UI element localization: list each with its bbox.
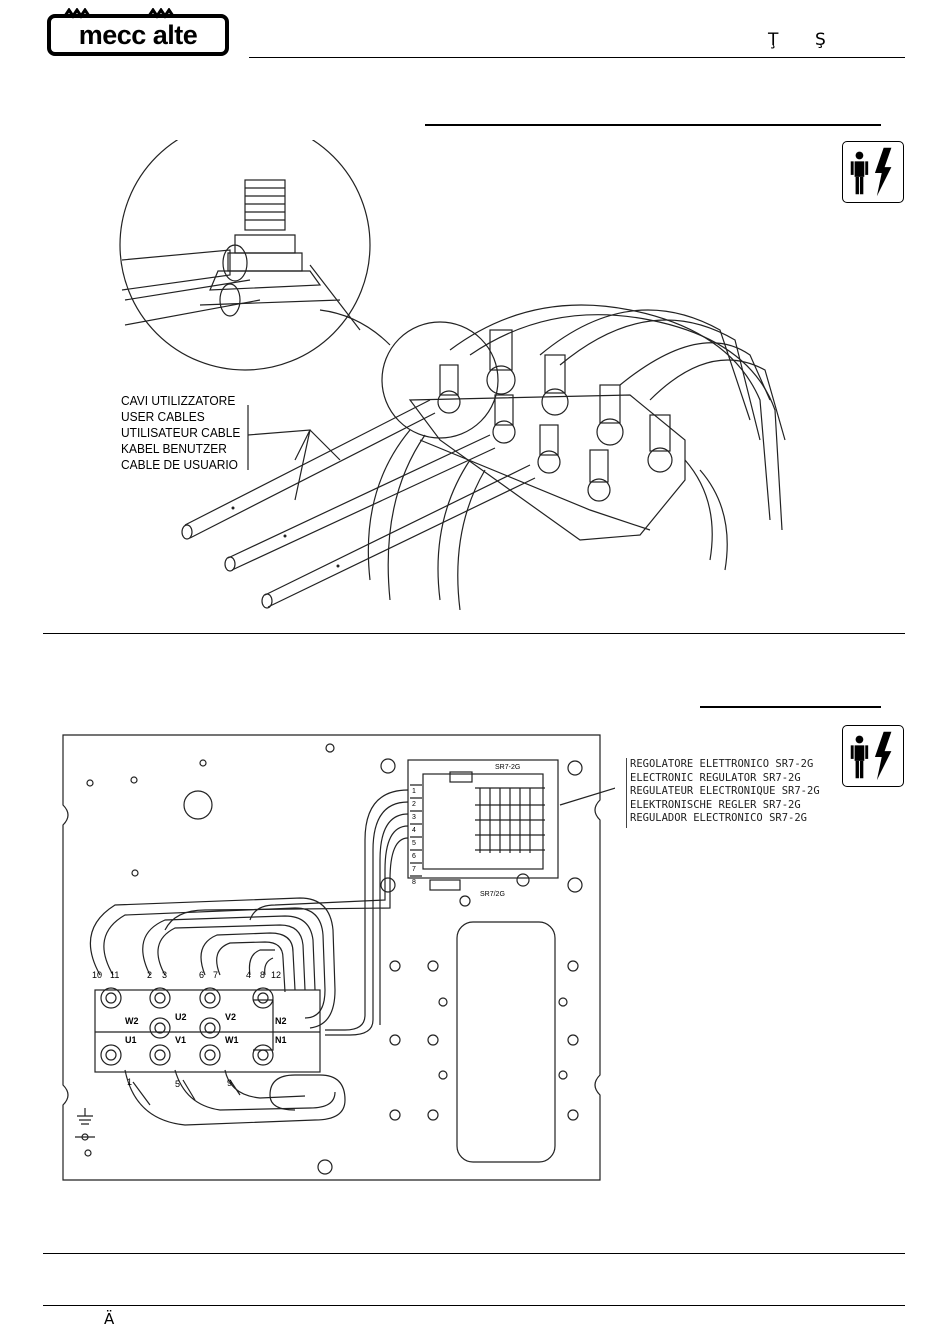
reg-pin-4: 4	[412, 827, 416, 834]
header-glyph-1: Ţ	[768, 30, 779, 50]
detail-magnifier-circle	[119, 140, 371, 371]
regulator-label-de: ELEKTRONISCHE REGLER SR7-2G	[630, 798, 801, 811]
regulator-label-it: REGOLATORE ELETTRONICO SR7-2G	[630, 758, 814, 770]
regulator-label-fr: REGULATEUR ELECTRONIQUE SR7-2G	[630, 785, 820, 797]
footer-glyph: Ä	[104, 1310, 115, 1328]
header-glyph-2: Ş	[815, 30, 826, 50]
terminal-name-u1: U1	[125, 1035, 137, 1045]
cable-label-es: CABLE DE USUARIO	[121, 457, 238, 472]
reg-pin-7: 7	[412, 866, 416, 873]
person-electric-shock-warning-icon	[842, 141, 904, 203]
reg-pin-8: 8	[412, 879, 416, 886]
cable-label-de: KABEL BENUTZER	[121, 441, 227, 456]
cable-label-fr: UTILISATEUR CABLE	[121, 425, 241, 440]
terminal-board-drawing	[119, 140, 786, 610]
terminal-name-w2: W2	[125, 1016, 139, 1026]
reg-pin-1: 1	[412, 788, 416, 795]
terminal-num-5: 5	[175, 1079, 180, 1089]
terminal-num-11: 11	[110, 970, 119, 980]
cable-label-en: USER CABLES	[121, 409, 205, 424]
regulator-label-es: REGULADOR ELECTRONICO SR7-2G	[630, 812, 808, 824]
section-divider-2	[43, 1253, 905, 1254]
reg-code-top: SR7-2G	[495, 764, 520, 771]
cable-label-it: CAVI UTILIZZATORE	[121, 393, 236, 408]
section-title-underline-bottom	[700, 706, 881, 708]
terminal-num-4: 4	[246, 970, 251, 980]
terminal-num-8: 8	[260, 970, 265, 980]
terminal-name-w1: W1	[225, 1035, 239, 1045]
reg-pin-2: 2	[412, 801, 416, 808]
header-rule	[249, 57, 905, 58]
terminal-block	[94, 989, 321, 1073]
terminal-name-n1: N1	[275, 1035, 287, 1045]
terminal-num-12: 12	[271, 970, 281, 980]
mecc-alte-logo: mecc alte	[47, 7, 229, 56]
reg-code-bottom: SR7/2G	[480, 891, 505, 898]
user-cables-label-list: CAVI UTILIZZATORE USER CABLES UTILISATEU…	[121, 393, 240, 473]
reg-pin-3: 3	[412, 814, 416, 821]
section-divider-1	[43, 633, 905, 634]
regulator-label-bracket	[626, 758, 627, 828]
terminal-num-9: 9	[227, 1078, 232, 1088]
panel-outline	[62, 734, 601, 1181]
section-title-underline-top	[425, 124, 881, 126]
terminal-name-n2: N2	[275, 1016, 287, 1026]
terminal-name-v2: V2	[225, 1012, 236, 1022]
person-electric-shock-warning-icon	[842, 725, 904, 787]
terminal-name-u2: U2	[175, 1012, 187, 1022]
wiring-panel-drawing: 10 11 2 3 6 7 4 8 12 1 5 9 W2 U2 V2 N2 U…	[62, 734, 615, 1181]
terminal-num-6: 6	[199, 970, 204, 980]
electronic-regulator-box	[407, 759, 559, 879]
terminal-num-2: 2	[147, 970, 152, 980]
regulator-label-en: ELECTRONIC REGULATOR SR7-2G	[630, 771, 801, 784]
terminal-num-10: 10	[92, 970, 102, 980]
reg-pin-6: 6	[412, 853, 416, 860]
regulator-label-list: REGOLATORE ELETTRONICO SR7-2G ELECTRONIC…	[630, 758, 820, 826]
terminal-num-1: 1	[127, 1077, 132, 1087]
reg-pin-5: 5	[412, 840, 416, 847]
logo-frame	[47, 7, 229, 56]
terminal-name-v1: V1	[175, 1035, 186, 1045]
ground-symbol-icon	[75, 1108, 95, 1141]
terminal-num-3: 3	[162, 970, 167, 980]
brand-name: mecc alte	[78, 20, 198, 50]
terminal-num-7: 7	[213, 970, 218, 980]
footer-rule	[43, 1305, 905, 1306]
